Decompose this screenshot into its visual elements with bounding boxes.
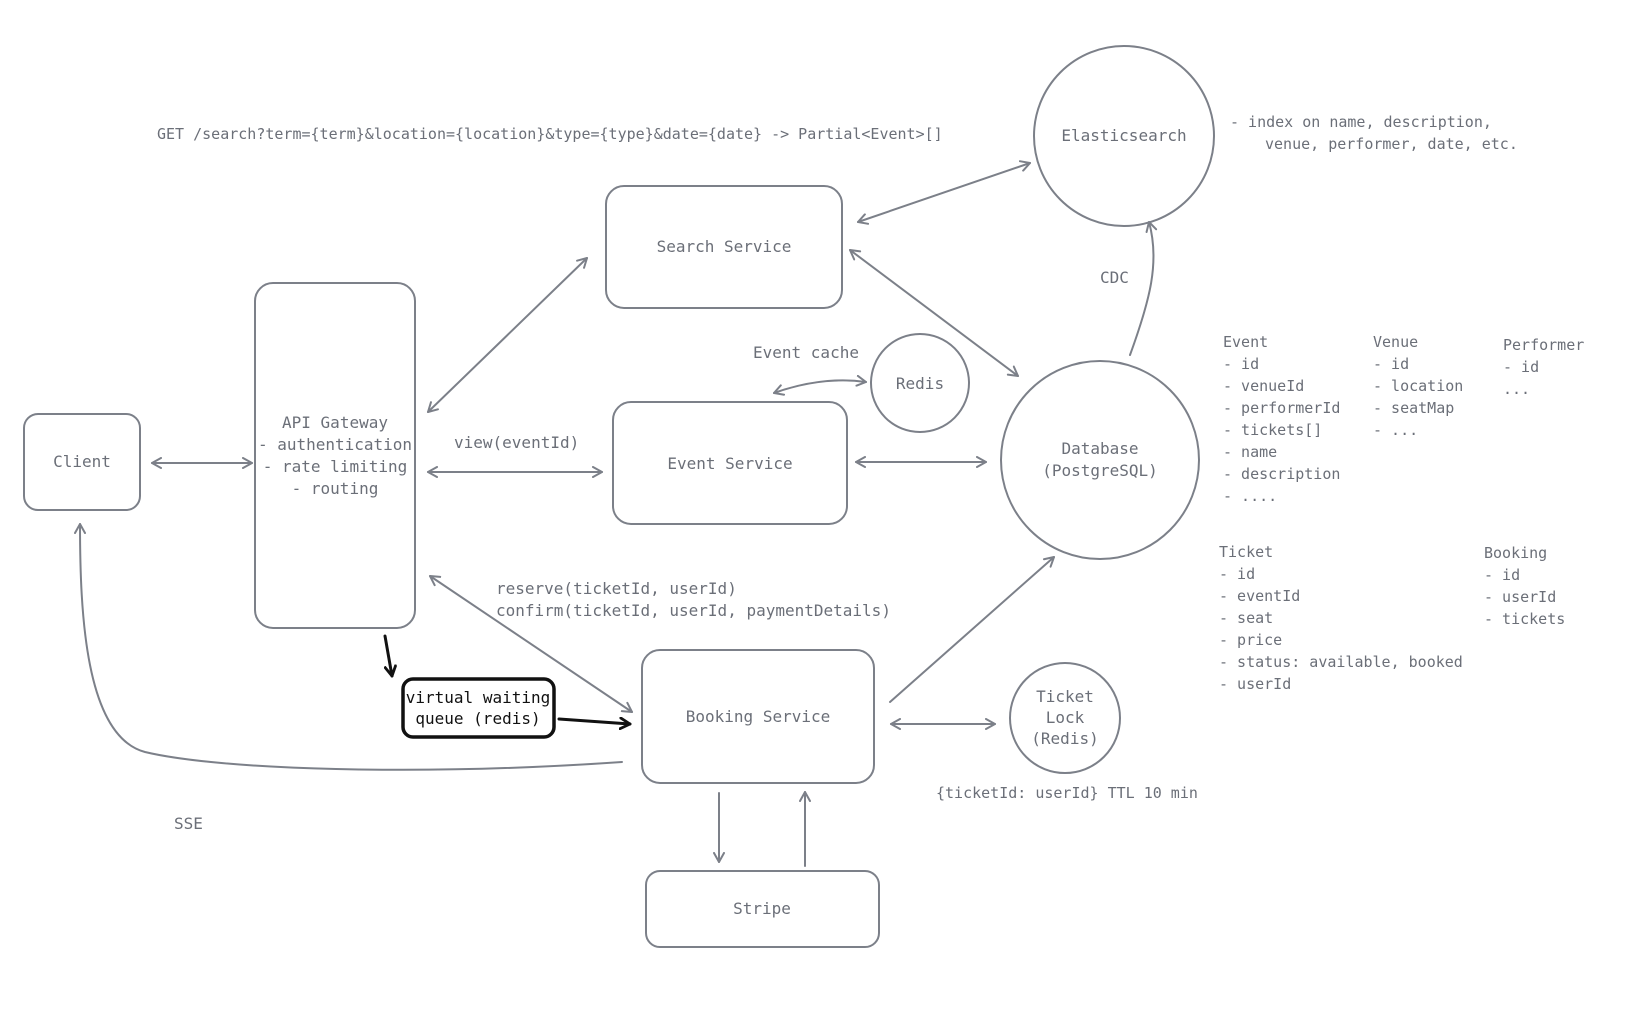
schema-field: - status: available, booked — [1219, 653, 1463, 671]
schema-event: Event - id - venueId - performerId - tic… — [1223, 333, 1340, 505]
schema-field: - location — [1373, 377, 1463, 395]
edge-gateway-queue — [383, 634, 392, 678]
redis-label: Redis — [896, 374, 944, 393]
virtual-queue-label: virtual waiting — [406, 688, 551, 707]
api-gateway-title: API Gateway — [282, 413, 388, 432]
api-gateway-line: - rate limiting — [263, 457, 408, 476]
edges — [74, 160, 1158, 867]
schema-field: - id — [1373, 355, 1409, 373]
schema-title: Event — [1223, 333, 1268, 351]
elasticsearch-note: - index on name, description, — [1230, 113, 1492, 131]
schema-field: - id — [1219, 565, 1255, 583]
booking-service-label: Booking Service — [686, 707, 831, 726]
schema-field: - eventId — [1219, 587, 1300, 605]
schema-field: - userId — [1219, 675, 1291, 693]
event-service-node: Event Service — [612, 401, 848, 525]
cdc-label: CDC — [1100, 268, 1129, 287]
database-label: Database — [1061, 439, 1138, 458]
confirm-label: confirm(ticketId, userId, paymentDetails… — [496, 601, 891, 620]
schema-booking: Booking - id - userId - tickets — [1484, 544, 1565, 628]
schema-title: Venue — [1373, 333, 1418, 351]
api-gateway-node: API Gateway - authentication - rate limi… — [254, 282, 416, 629]
search-endpoint-label: GET /search?term={term}&location={locati… — [157, 125, 943, 143]
ticket-lock-label: Ticket — [1036, 687, 1094, 706]
api-gateway-line: - authentication — [258, 435, 412, 454]
schema-title: Ticket — [1219, 543, 1273, 561]
schema-field: - performerId — [1223, 399, 1340, 417]
elasticsearch-node: Elasticsearch — [1033, 45, 1215, 227]
edge-queue-booking — [557, 719, 632, 724]
schema-field: - price — [1219, 631, 1282, 649]
ticket-lock-label: (Redis) — [1031, 729, 1098, 748]
reserve-label: reserve(ticketId, userId) — [496, 579, 737, 598]
edge-search-elasticsearch — [857, 160, 1031, 225]
elasticsearch-note: venue, performer, date, etc. — [1265, 135, 1518, 153]
schema-field: - id — [1484, 566, 1520, 584]
schema-field: - description — [1223, 465, 1340, 483]
elasticsearch-label: Elasticsearch — [1061, 126, 1186, 145]
schema-ticket: Ticket - id - eventId - seat - price - s… — [1219, 543, 1463, 693]
annotations: GET /search?term={term}&location={locati… — [157, 113, 1518, 833]
schema-field: - seatMap — [1373, 399, 1454, 417]
client-label: Client — [53, 452, 111, 471]
edge-event-cache — [773, 374, 867, 396]
schema-field: - id — [1223, 355, 1259, 373]
search-service-label: Search Service — [657, 237, 792, 256]
stripe-label: Stripe — [733, 899, 791, 918]
virtual-waiting-queue-node: virtual waiting queue (redis) — [401, 677, 556, 739]
schema-title: Booking — [1484, 544, 1547, 562]
search-service-node: Search Service — [605, 185, 843, 309]
ticket-lock-label: Lock — [1046, 708, 1085, 727]
database-label: (PostgreSQL) — [1042, 461, 1158, 480]
schema-field: - tickets — [1484, 610, 1565, 628]
edge-gateway-search — [427, 257, 588, 413]
redis-node: Redis — [870, 333, 970, 433]
edge-booking-database — [889, 556, 1055, 703]
api-gateway-line: - routing — [292, 479, 379, 498]
edge-database-elasticsearch-cdc — [1129, 221, 1158, 356]
database-node: Database (PostgreSQL) — [1000, 360, 1200, 560]
client-node: Client — [23, 413, 141, 511]
schema-performer: Performer - id ... — [1503, 336, 1584, 398]
ticket-lock-node: Ticket Lock (Redis) — [1009, 662, 1121, 774]
schema-field: - venueId — [1223, 377, 1304, 395]
schema-venue: Venue - id - location - seatMap - ... — [1373, 333, 1463, 439]
sse-label: SSE — [174, 814, 203, 833]
event-service-label: Event Service — [667, 454, 792, 473]
schema-field: - tickets[] — [1223, 421, 1322, 439]
view-event-label: view(eventId) — [454, 433, 579, 452]
schema-field: - seat — [1219, 609, 1273, 627]
stripe-node: Stripe — [645, 870, 880, 948]
edge-booking-client-sse — [74, 523, 623, 771]
edge-gateway-booking — [429, 575, 633, 713]
booking-service-node: Booking Service — [641, 649, 875, 784]
schema-field: ... — [1503, 380, 1530, 398]
event-cache-label: Event cache — [753, 343, 859, 362]
virtual-queue-label: queue (redis) — [415, 709, 540, 728]
edge-search-database — [849, 249, 1019, 377]
schema-title: Performer — [1503, 336, 1584, 354]
ticket-lock-note: {ticketId: userId} TTL 10 min — [936, 784, 1198, 802]
schema-field: - id — [1503, 358, 1539, 376]
schema-field: - name — [1223, 443, 1277, 461]
schema-field: - userId — [1484, 588, 1556, 606]
schema-field: - ... — [1373, 421, 1418, 439]
schema-field: - .... — [1223, 487, 1277, 505]
